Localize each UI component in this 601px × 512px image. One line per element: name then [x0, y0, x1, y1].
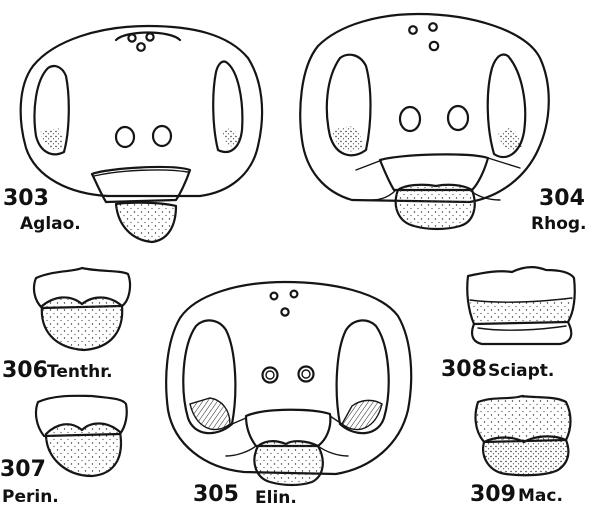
figure-number-308: 308 [441, 359, 487, 381]
mouthpart-309-mac [476, 396, 571, 475]
figure-number-303: 303 [3, 188, 49, 210]
head-305-elin [166, 282, 411, 485]
figure-name-elin: Elin. [255, 490, 297, 507]
mouthpart-308-sciapt [467, 267, 575, 344]
figure-name-rhog: Rhog. [531, 216, 587, 233]
head-304-rhog [300, 14, 548, 229]
figure-name-aglao: Aglao. [20, 216, 81, 233]
figure-number-309: 309 [470, 484, 516, 506]
figure-name-perin: Perin. [2, 489, 59, 506]
figure-name-tenthr: Tenthr. [47, 364, 113, 381]
figure-name-sciapt: Sciapt. [488, 363, 554, 380]
figure-number-307: 307 [0, 459, 46, 481]
head-303-aglao [21, 26, 262, 242]
figure-name-mac: Mac. [518, 488, 563, 505]
figure-number-304: 304 [539, 188, 585, 210]
mouthpart-307-perin [36, 396, 127, 476]
figure-number-305: 305 [193, 484, 239, 506]
figure-number-306: 306 [2, 360, 48, 382]
mouthpart-306-tenthr [34, 268, 130, 350]
